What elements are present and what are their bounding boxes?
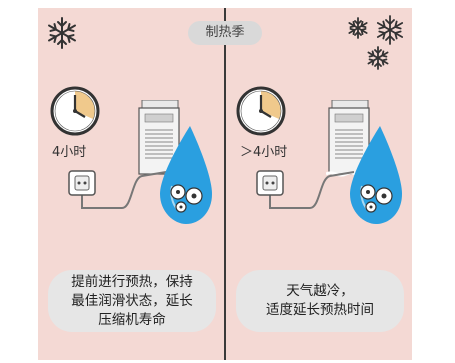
power-cord (81, 171, 167, 209)
water-drop-gear-icon (350, 126, 402, 224)
left-caption-line-1: 提前进行预热，保持 (71, 273, 193, 290)
right-caption: 天气越冷， 适度延长预热时间 (236, 270, 404, 332)
power-socket-icon (68, 170, 96, 196)
clock-icon (236, 86, 286, 136)
season-title: 制热季 (188, 21, 262, 45)
left-duration-label: 4小时 (52, 145, 87, 160)
power-cord (269, 171, 355, 209)
right-caption-line-1: 天气越冷， (286, 283, 354, 299)
snowflake-icon (48, 17, 76, 49)
power-socket-icon (256, 170, 284, 196)
left-caption-line-2: 最佳润滑状态，延长 (71, 292, 193, 309)
panel-divider (224, 8, 226, 360)
clock-icon (50, 86, 100, 136)
water-drop-gear-icon (160, 126, 212, 224)
left-caption-line-3: 压缩机寿命 (98, 311, 166, 328)
left-caption: 提前进行预热，保持 最佳润滑状态，延长 压缩机寿命 (48, 270, 216, 332)
snowflake-cluster-icon (348, 15, 404, 70)
right-duration-label: ＞4小时 (240, 145, 288, 160)
heating-season-illustration: 制热季 (38, 8, 412, 360)
right-caption-line-2: 适度延长预热时间 (266, 302, 374, 318)
